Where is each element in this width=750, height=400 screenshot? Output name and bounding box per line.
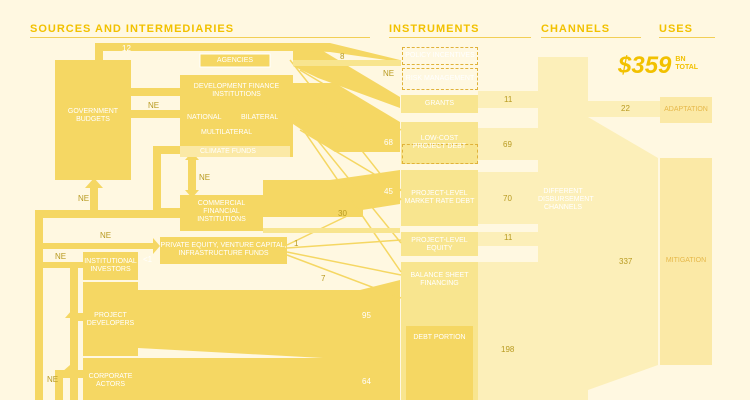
adaptation-block [660,97,712,123]
instrument-equity: PROJECT-LEVEL EQUITY [411,237,468,252]
value-7: 7 [321,274,326,283]
source-institutional-investors: INSTITUTIONAL INVESTORS [84,258,137,273]
value-12: 12 [122,44,131,53]
source-development-finance-institutions: DEVELOPMENT FINANCE INSTITUTIONS [193,83,280,98]
header-channels: CHANNELS [541,23,611,35]
value-ne-inst: NE [55,252,67,261]
source-project-developers: PROJECT DEVELOPERS [86,312,135,327]
mitigation-block [660,158,712,365]
header-instruments: INSTRUMENTS [389,23,480,35]
source-agencies: AGENCIES [216,57,254,64]
value-lt1: <1 [143,255,153,264]
value-ne-instr: NE [383,69,395,78]
thin-flow-lines [286,59,402,299]
value-mitig-in: 337 [619,257,633,266]
instrument-balance-sheet: BALANCE SHEET FINANCING [410,272,469,287]
use-mitigation: MITIGATION [665,257,707,264]
value-ne-pe: NE [100,231,112,240]
connector-flows [35,146,199,400]
header-channels-rule [541,37,641,38]
use-adaptation: ADAPTATION [664,106,708,113]
value-lowcost-out: 69 [503,140,512,149]
instrument-grants: GRANTS [424,100,455,107]
instrument-risk-management: RISK MANAGEMENT [402,68,478,90]
debt-portion-block [406,326,473,400]
value-adapt-in: 22 [621,104,630,113]
value-ne-cf: NE [199,173,211,182]
channels-block [538,57,588,400]
header-sources-rule [30,37,370,38]
source-national: NATIONAL [187,114,222,121]
source-corporate-actors: CORPORATE ACTORS [88,373,133,388]
value-45: 45 [384,187,393,196]
instrument-low-cost-debt-box [402,144,478,164]
total-value: $359 [618,52,672,79]
government-flows [95,43,401,233]
instrument-to-channel-flows [478,91,538,400]
total-suffix: TOTAL [675,64,699,71]
instrument-low-cost-debt: LOW-COST PROJECT DEBT [412,135,467,150]
value-64: 64 [362,377,371,386]
instrument-market-rate-debt: PROJECT-LEVEL MARKET RATE DEBT [404,190,475,205]
value-ne-bottom: NE [47,375,59,384]
risk-management-label: RISK MANAGEMENT [405,75,475,82]
value-ne-gov: NE [148,101,160,110]
source-government-budgets: GOVERNMENT BUDGETS [67,108,119,123]
source-bilateral: BILATERAL [241,114,279,121]
value-68: 68 [384,138,393,147]
header-sources: SOURCES AND INTERMEDIARIES [30,23,235,35]
header-uses-rule [659,37,715,38]
channel-different-disbursement: DIFFERENT DISBURSEMENT CHANNELS [538,188,594,211]
total-unit: BN [675,56,686,63]
value-grants-out: 11 [504,95,513,104]
header-instruments-rule [389,37,531,38]
instrument-debt-portion: DEBT PORTION [413,334,466,341]
source-climate-funds: CLIMATE FUNDS [200,148,256,155]
source-blocks [55,60,293,400]
source-private-equity: PRIVATE EQUITY, VENTURE CAPITAL, INFRAST… [160,242,287,257]
value-equity-out: 11 [504,233,513,242]
value-95: 95 [362,311,371,320]
instrument-policy-incentives: POLICY INCENTIVES [402,47,478,65]
channel-to-use-flows [588,101,660,390]
header-uses: USES [659,23,693,35]
source-commercial-financial-institutions: COMMERCIAL FINANCIAL INSTITUTIONS [197,200,246,223]
value-8: 8 [340,52,345,61]
value-market-out: 70 [503,194,512,203]
policy-incentives-label: POLICY INCENTIVES [405,52,475,59]
source-multilateral: MULTILATERAL [201,129,253,136]
value-ne-left: NE [78,194,90,203]
value-1: 1 [294,239,299,248]
value-balance-out: 198 [501,345,515,354]
value-30: 30 [338,209,347,218]
